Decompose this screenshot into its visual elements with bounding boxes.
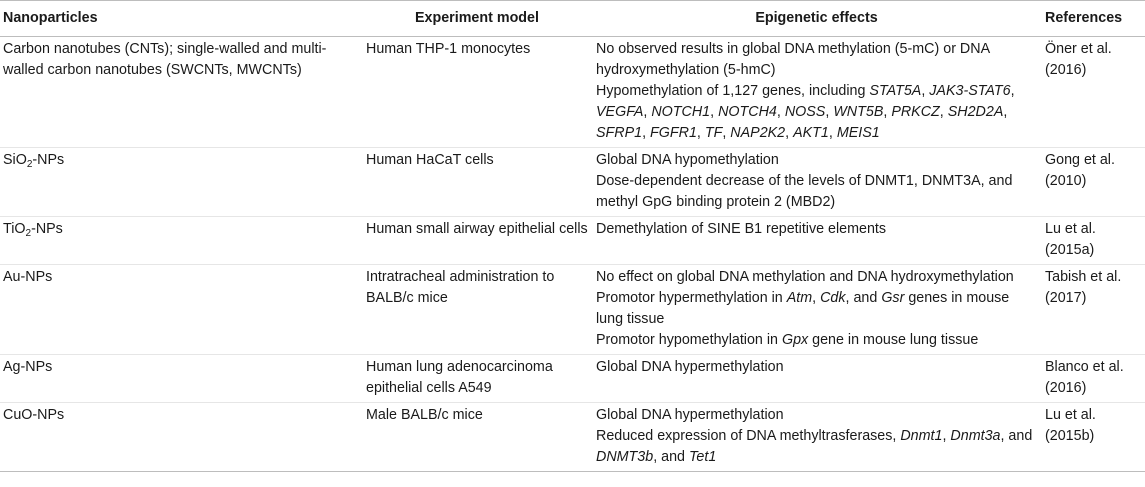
effect-line: Global DNA hypomethylation (596, 152, 779, 168)
cell-model: Human THP-1 monocytes (366, 41, 531, 57)
table-body: Carbon nanotubes (CNTs); single-walled a… (0, 37, 1145, 472)
table-row: Carbon nanotubes (CNTs); single-walled a… (0, 37, 1145, 148)
cell-effects: No observed results in global DNA methyl… (592, 37, 1041, 148)
effect-line: Demethylation of SINE B1 repetitive elem… (596, 221, 887, 237)
np-formula-suffix: -NPs (31, 221, 63, 237)
table-header: Nanoparticles Experiment model Epigeneti… (0, 0, 1145, 37)
table-row: SiO2-NPs Human HaCaT cells Global DNA hy… (0, 148, 1145, 217)
header-experiment-model: Experiment model (362, 0, 592, 37)
np-formula-suffix: -NPs (32, 152, 65, 168)
cell-effects: Global DNA hypermethylation Reduced expr… (592, 403, 1041, 472)
effect-line: Promotor hypomethylation in Gpx gene in … (596, 332, 979, 348)
cell-nanoparticle: TiO2-NPs (0, 217, 362, 265)
np-formula-base: SiO (3, 152, 27, 168)
header-epigenetic-effects: Epigenetic effects (592, 0, 1041, 37)
effect-line: No effect on global DNA methylation and … (596, 269, 1014, 285)
nanoparticle-epigenetics-table: Nanoparticles Experiment model Epigeneti… (0, 0, 1145, 472)
cell-model: Human lung adenocarcinoma epithelial cel… (366, 359, 553, 396)
cell-reference: Lu et al. (2015a) (1045, 221, 1096, 258)
cell-reference: Gong et al. (2010) (1045, 152, 1115, 189)
np-formula-subscript: 2 (26, 159, 33, 170)
cell-nanoparticle: Au-NPs (3, 269, 53, 285)
cell-model: Human small airway epithelial cells (366, 221, 588, 237)
cell-effects: Global DNA hypomethylation Dose-dependen… (592, 148, 1041, 217)
effect-line: No observed results in global DNA methyl… (596, 41, 990, 78)
effect-line: Hypomethylation of 1,127 genes, includin… (596, 83, 1015, 141)
header-references: References (1041, 0, 1145, 37)
cell-effects: No effect on global DNA methylation and … (592, 265, 1041, 355)
table-row: TiO2-NPs Human small airway epithelial c… (0, 217, 1145, 265)
cell-reference: Öner et al. (2016) (1045, 41, 1112, 78)
table-row: Au-NPs Intratracheal administration to B… (0, 265, 1145, 355)
header-nanoparticles: Nanoparticles (0, 0, 362, 37)
cell-nanoparticle: Carbon nanotubes (CNTs); single-walled a… (3, 41, 327, 78)
cell-reference: Blanco et al. (2016) (1045, 359, 1124, 396)
cell-model: Male BALB/c mice (366, 407, 483, 423)
cell-model: Intratracheal administration to BALB/c m… (366, 269, 555, 306)
effect-line: Dose-dependent decrease of the levels of… (596, 173, 1013, 210)
cell-effects: Global DNA hypermethylation (592, 355, 1041, 403)
cell-model: Human HaCaT cells (366, 152, 494, 168)
np-formula-base: TiO (3, 221, 26, 237)
cell-reference: Tabish et al. (2017) (1045, 269, 1122, 306)
np-formula-subscript: 2 (25, 228, 32, 239)
cell-nanoparticle: SiO2-NPs (0, 148, 362, 217)
effect-line: Promotor hypermethylation in Atm, Cdk, a… (596, 290, 1010, 327)
cell-nanoparticle: Ag-NPs (3, 359, 53, 375)
cell-effects: Demethylation of SINE B1 repetitive elem… (592, 217, 1041, 265)
effect-line: Global DNA hypermethylation (596, 407, 784, 423)
cell-reference: Lu et al. (2015b) (1045, 407, 1096, 444)
table-row: Ag-NPs Human lung adenocarcinoma epithel… (0, 355, 1145, 403)
effect-line: Global DNA hypermethylation (596, 359, 784, 375)
header-row: Nanoparticles Experiment model Epigeneti… (0, 0, 1145, 37)
table-row: CuO-NPs Male BALB/c mice Global DNA hype… (0, 403, 1145, 472)
cell-nanoparticle: CuO-NPs (3, 407, 65, 423)
effect-line: Reduced expression of DNA methyltrasfera… (596, 428, 1033, 465)
